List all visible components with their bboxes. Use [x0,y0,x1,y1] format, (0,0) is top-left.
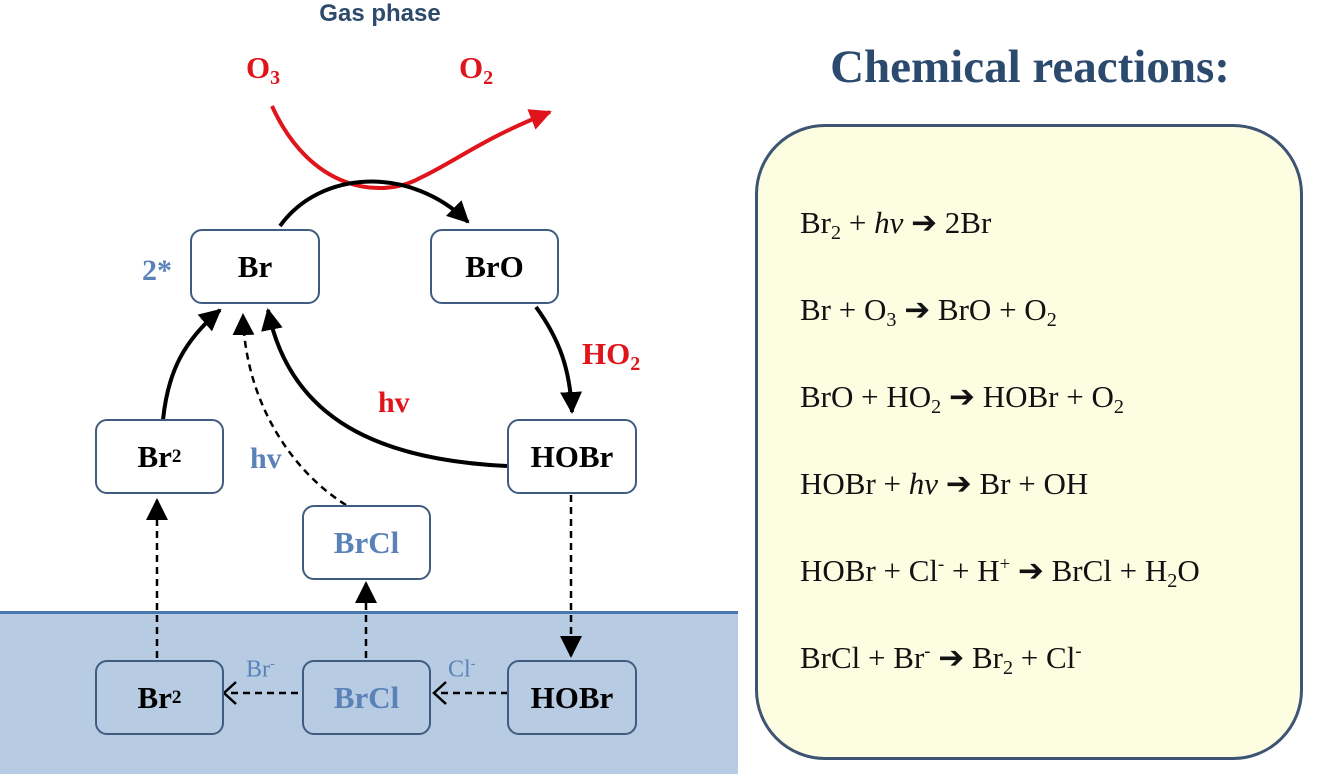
br2-to-br-arrow [161,308,222,421]
br-multiplier-label: 2* [142,254,172,287]
bro-to-hobr-arrow [534,305,583,414]
reactions-title: Chemical reactions: [830,41,1230,93]
gas-phase-label: Gas phase [319,0,441,27]
o2-label: O2 [459,50,494,89]
ozone-consumption-arrow [270,105,552,190]
br-minus-label: Br- [246,656,275,683]
reaction-1: Br2 + hv ➔ 2Br [800,205,992,245]
node-brcl-aq: BrCl [302,660,431,735]
hv-red-label: hv [378,386,410,419]
br-to-bro-arrow [278,179,470,228]
reaction-6: BrCl + Br- ➔ Br2 + Cl- [800,640,1082,680]
reactions-box: Br2 + hv ➔ 2Br Br + O3 ➔ BrO + O2 BrO + … [755,124,1303,760]
diagram-arrows [146,105,583,705]
node-bro: BrO [430,229,559,304]
brcl-to-br2-arrowhead [222,681,237,705]
node-hobr-gas: HOBr [507,419,637,494]
node-br: Br [190,229,320,304]
cl-minus-label: Cl- [448,656,476,683]
o3-label: O3 [246,50,281,89]
hv-blue-label: hv [250,442,282,475]
hobr-to-br-photolysis-arrow [261,308,508,468]
node-hobr-aq: HOBr [507,660,637,735]
reaction-3: BrO + HO2 ➔ HOBr + O2 [800,379,1124,419]
hobr-to-brcl-arrowhead [432,681,447,705]
reaction-5: HOBr + Cl- + H+ ➔ BrCl + H2O [800,553,1200,593]
reaction-4: HOBr + hv ➔ Br + OH [800,466,1089,501]
node-brcl-gas: BrCl [302,505,431,580]
ho2-label: HO2 [582,336,641,375]
brcl-to-br-photolysis-arrow [232,313,347,507]
reaction-2: Br + O3 ➔ BrO + O2 [800,292,1057,332]
